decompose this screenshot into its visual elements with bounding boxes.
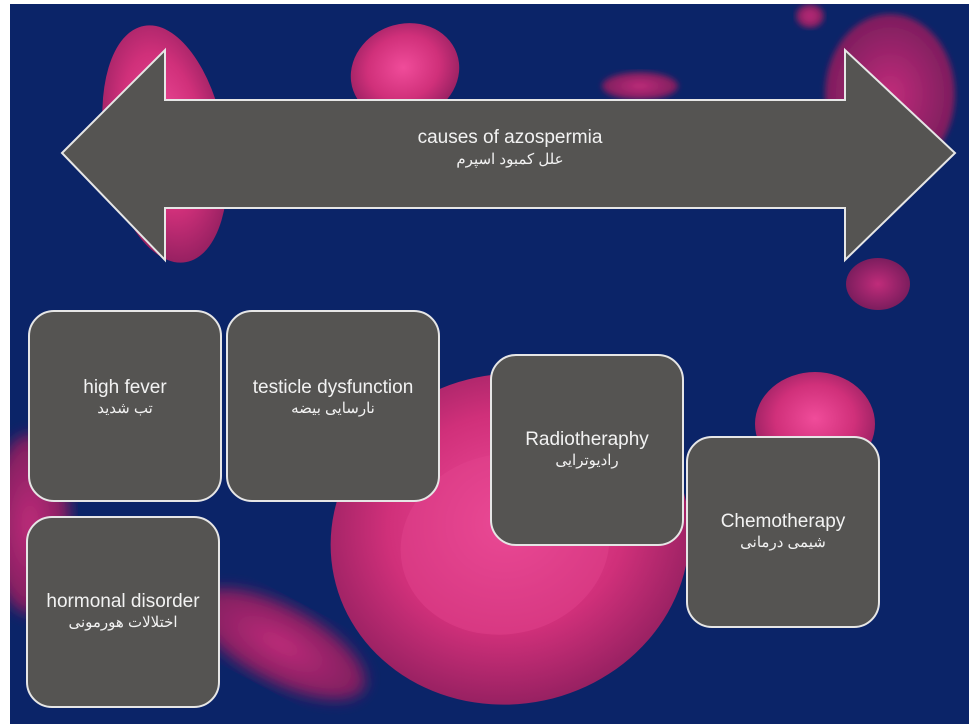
cause-box-chemotherapy: Chemotherapy شیمی درمانی bbox=[686, 436, 880, 628]
radiotheraphy-label: Radiotheraphy bbox=[525, 429, 649, 450]
red-blood-cell-right-small bbox=[846, 258, 910, 310]
cause-box-hormonal-disorder: hormonal disorder اختلالات هورمونی bbox=[26, 516, 220, 708]
arrow-title-persian: علل کمبود اسپرم bbox=[456, 151, 564, 168]
cause-box-radiotheraphy: Radiotheraphy رادیوترایی bbox=[490, 354, 684, 546]
arrow-title-english: causes of azospermia bbox=[417, 127, 603, 148]
hormonal-disorder-label-persian: اختلالات هورمونی bbox=[68, 614, 178, 631]
chemotherapy-label: Chemotherapy bbox=[720, 511, 846, 532]
arrow-label: causes of azospermia علل کمبود اسپرم bbox=[310, 126, 710, 170]
cause-box-high-fever: high fever تب شدید bbox=[28, 310, 222, 502]
cause-box-testicle-dysfunction: testicle dysfunction نارسایی بیضه bbox=[226, 310, 440, 502]
chemotherapy-label-persian: شیمی درمانی bbox=[740, 534, 826, 551]
testicle-dysfunction-label: testicle dysfunction bbox=[252, 377, 414, 398]
testicle-dysfunction-label-persian: نارسایی بیضه bbox=[291, 400, 375, 417]
slide-canvas: causes of azospermia علل کمبود اسپرم hig… bbox=[10, 4, 969, 724]
radiotheraphy-label-persian: رادیوترایی bbox=[555, 452, 619, 469]
red-blood-cell-top-center bbox=[350, 23, 460, 121]
red-blood-cell-small-top bbox=[602, 4, 824, 100]
double-headed-arrow bbox=[60, 47, 957, 263]
high-fever-label: high fever bbox=[83, 377, 167, 398]
high-fever-label-persian: تب شدید bbox=[97, 400, 153, 417]
red-blood-cell-bottom-left bbox=[194, 588, 366, 700]
hormonal-disorder-label: hormonal disorder bbox=[46, 591, 200, 612]
